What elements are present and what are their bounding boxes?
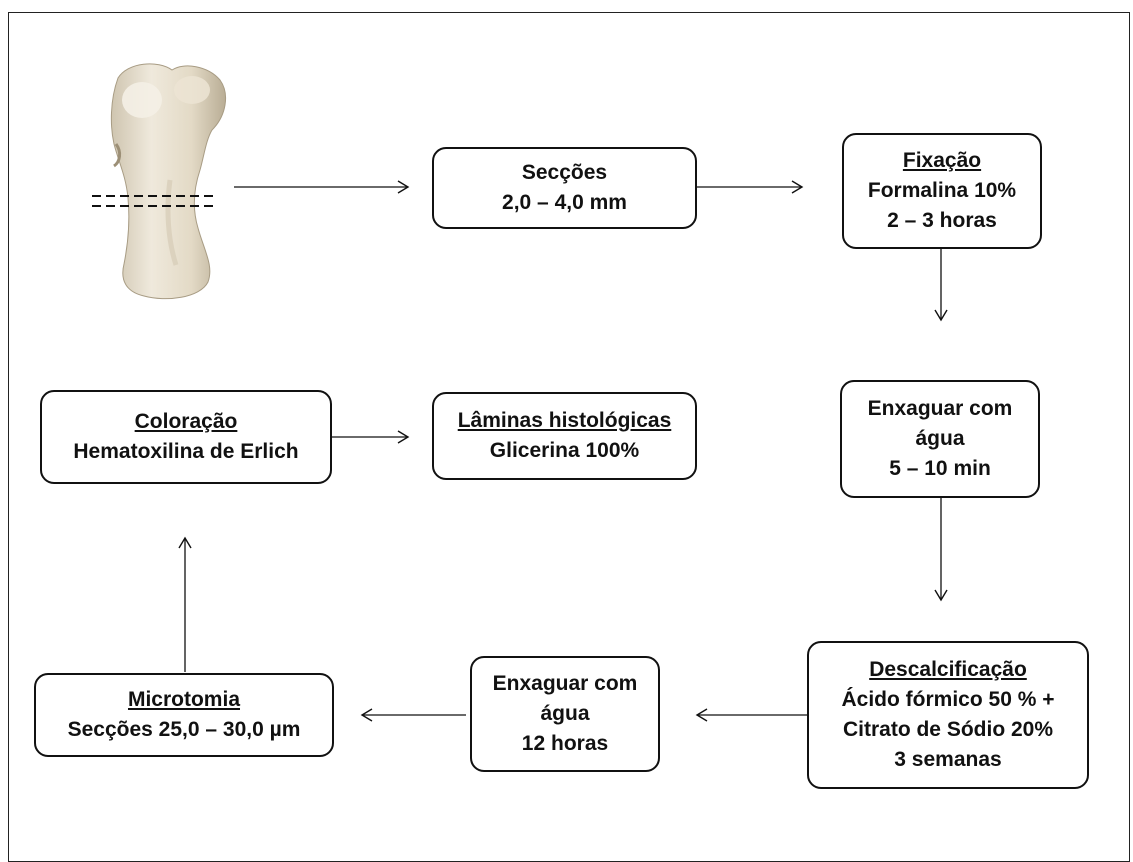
box-enxaguar-2: Enxaguar com água 12 horas [470,656,660,772]
enxaguar2-line2: água [540,702,590,725]
enxaguar1-line2: água [915,427,965,450]
coloracao-title: Coloração [134,410,238,433]
box-descalcificacao: Descalcificação Ácido fórmico 50 % + Cit… [807,641,1089,789]
box-enxaguar-1: Enxaguar com água 5 – 10 min [840,380,1040,498]
box-coloracao: Coloração Hematoxilina de Erlich [40,390,332,484]
laminas-title: Lâminas histológicas [457,409,672,432]
enxaguar1-line3: 5 – 10 min [889,457,991,480]
box-microtomia: Microtomia Secções 25,0 – 30,0 µm [34,673,334,757]
box-seccoes: Secções 2,0 – 4,0 mm [432,147,697,229]
microtomia-title: Microtomia [127,688,240,711]
fixacao-line2: 2 – 3 horas [887,209,997,232]
seccoes-line1: Secções [521,161,608,184]
enxaguar2-line1: Enxaguar com [492,672,638,695]
microtomia-line1: Secções 25,0 – 30,0 µm [67,718,301,741]
descalcificacao-line1: Ácido fórmico 50 % + [841,688,1055,711]
seccoes-line2: 2,0 – 4,0 mm [502,191,627,214]
laminas-line1: Glicerina 100% [489,439,640,462]
fixacao-line1: Formalina 10% [867,179,1017,202]
bone-image [110,63,227,300]
enxaguar2-line3: 12 horas [521,732,609,755]
box-fixacao: Fixação Formalina 10% 2 – 3 horas [842,133,1042,249]
descalcificacao-line2: Citrato de Sódio 20% [842,718,1054,741]
enxaguar1-line1: Enxaguar com [867,397,1013,420]
box-laminas: Lâminas histológicas Glicerina 100% [432,392,697,480]
cut-line [92,195,218,207]
descalcificacao-title: Descalcificação [869,658,1027,681]
coloracao-line1: Hematoxilina de Erlich [73,440,299,463]
descalcificacao-line3: 3 semanas [894,748,1002,771]
fixacao-title: Fixação [902,149,982,172]
